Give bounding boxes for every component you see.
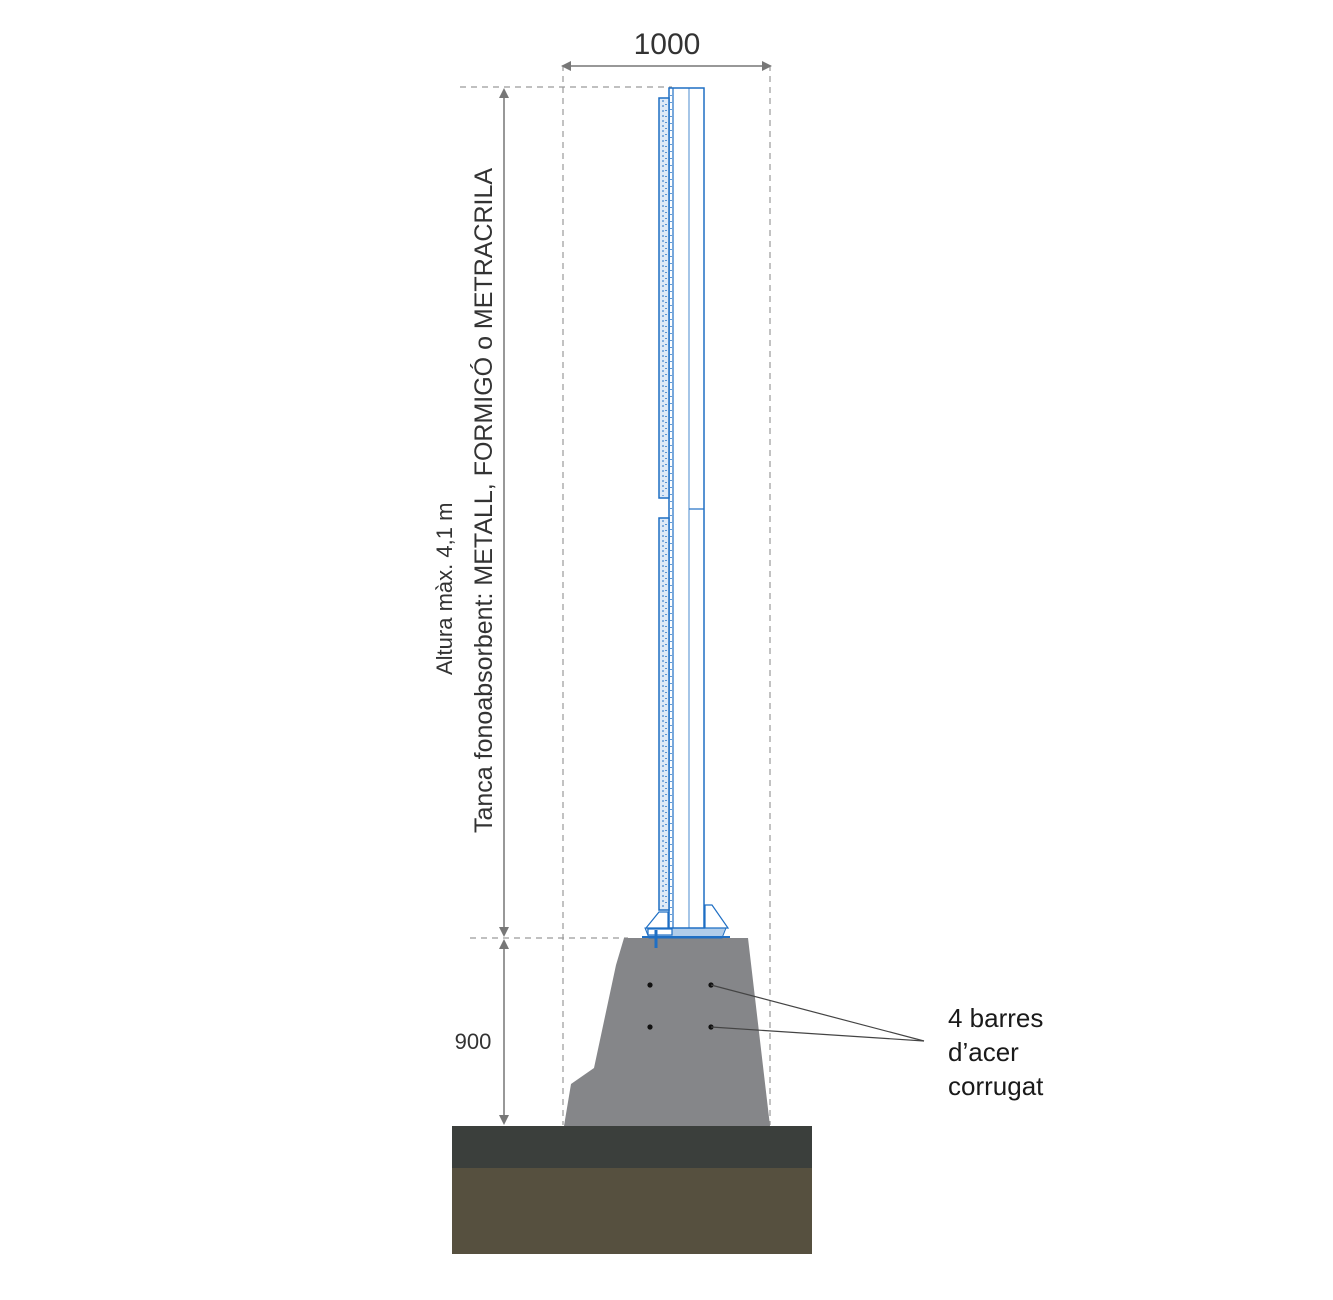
anchor-plate xyxy=(647,928,673,936)
guide-lines xyxy=(460,65,771,1125)
upper-panel xyxy=(658,97,670,499)
left-gusset xyxy=(644,911,669,929)
fence-assembly xyxy=(642,87,730,948)
rebar-note-line-2: d’acer xyxy=(948,1037,1019,1067)
rebar-note-line-3: corrugat xyxy=(948,1071,1044,1101)
width-label: 1000 xyxy=(634,28,701,61)
fence-height-dimension xyxy=(499,88,509,937)
rebar-note-line-1: 4 barres xyxy=(948,1003,1043,1033)
concrete-base xyxy=(564,938,770,1126)
right-gusset xyxy=(704,904,730,929)
soil-layer xyxy=(452,1168,812,1254)
asphalt-layer xyxy=(452,1126,812,1168)
lower-panel xyxy=(658,517,670,911)
material-note: Tanca fonoabsorbent: METALL, FORMIGÓ o M… xyxy=(469,168,498,833)
base-height-dimension xyxy=(499,939,509,1125)
height-note: Altura màx. 4,1 m xyxy=(432,503,457,675)
post xyxy=(668,87,705,929)
base-height-label: 900 xyxy=(455,1029,492,1054)
width-dimension xyxy=(561,61,772,71)
rebar-leader-lines xyxy=(710,984,925,1042)
